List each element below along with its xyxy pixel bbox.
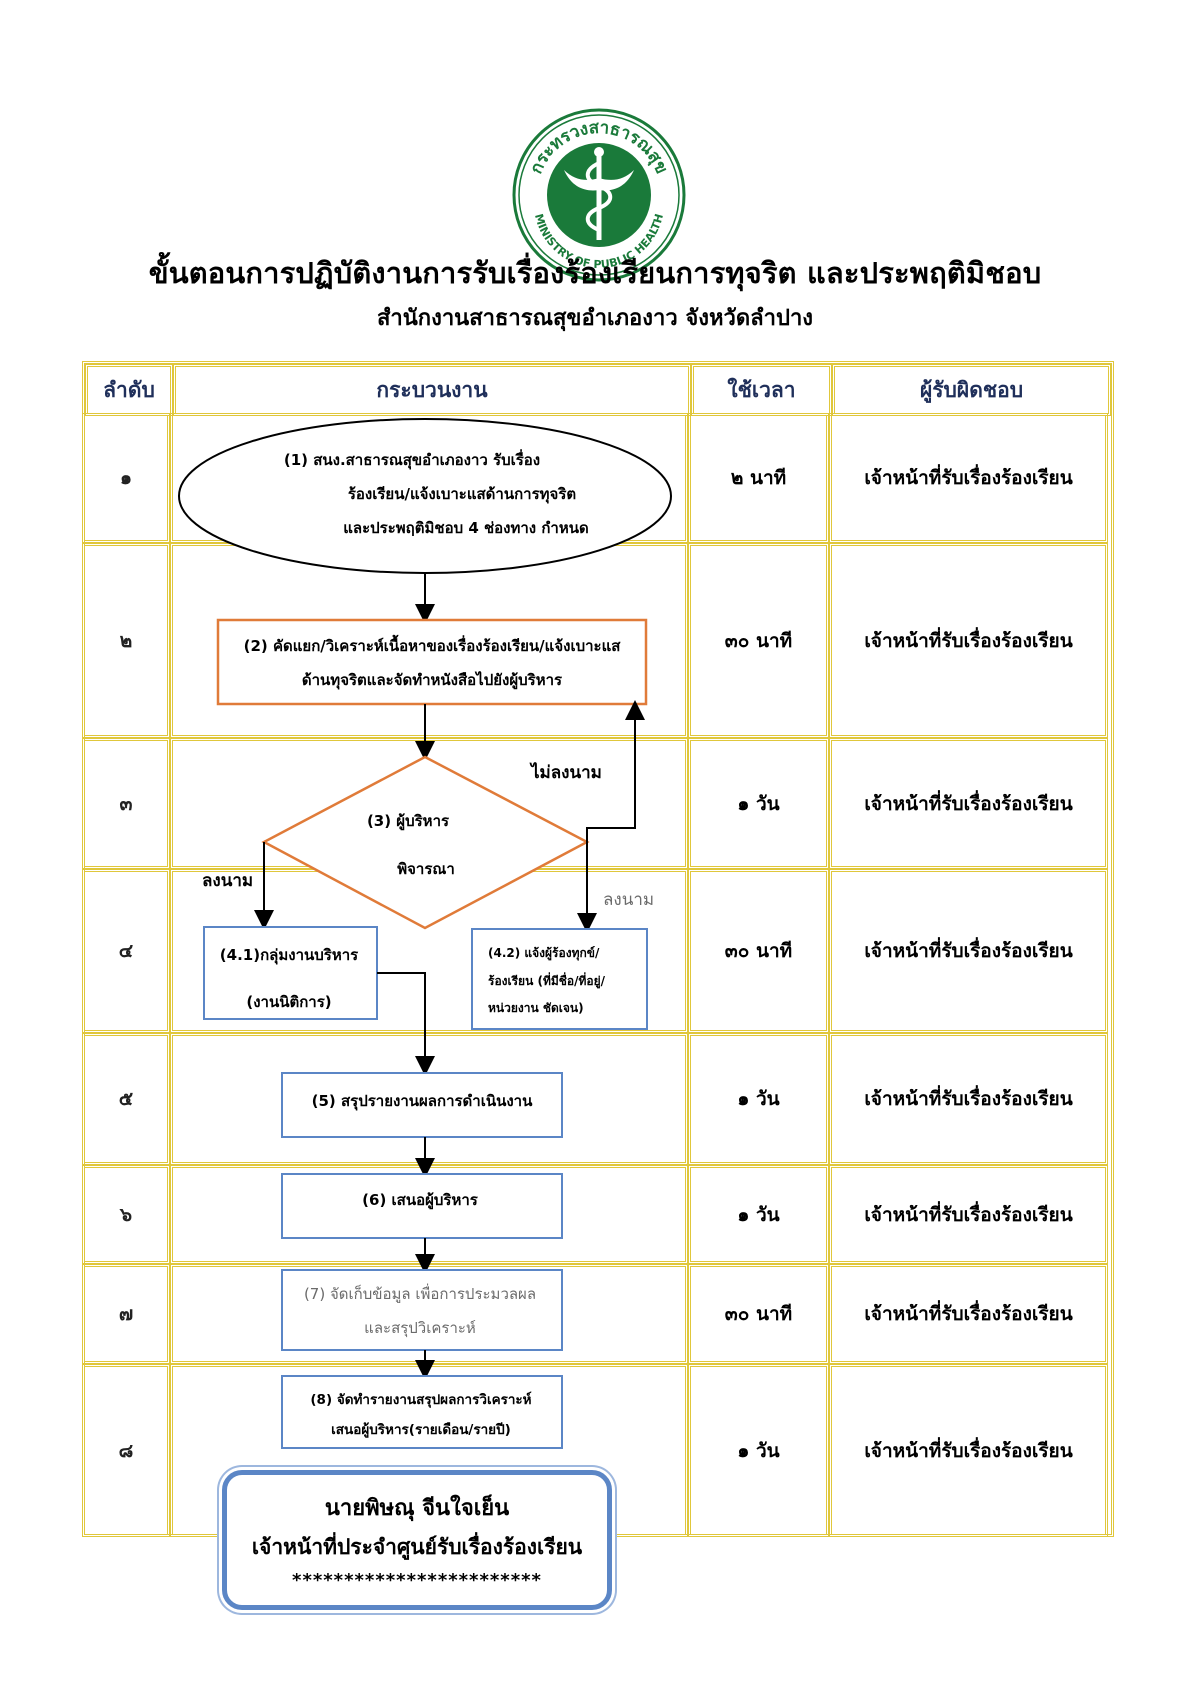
signer-position: เจ้าหน้าที่ประจำศูนย์รับเรื่องร้องเรียน <box>251 1534 583 1559</box>
row-process-cell <box>170 543 688 738</box>
row-time: ๑ วัน <box>688 738 829 869</box>
row-number: ๒ <box>82 543 170 738</box>
row-responsible: เจ้าหน้าที่รับเรื่องร้องเรียน <box>829 738 1108 869</box>
row-number: ๖ <box>82 1165 170 1264</box>
row-time: ๑ วัน <box>688 1364 829 1537</box>
row-process-cell <box>170 1165 688 1264</box>
row-responsible: เจ้าหน้าที่รับเรื่องร้องเรียน <box>829 543 1108 738</box>
row-process-cell <box>170 413 688 543</box>
row-number: ๘ <box>82 1364 170 1537</box>
row-process-cell <box>170 869 688 1033</box>
row-responsible: เจ้าหน้าที่รับเรื่องร้องเรียน <box>829 869 1108 1033</box>
signer-stars: ************************ <box>292 1569 542 1591</box>
col-header-responsible: ผู้รับผิดชอบ <box>832 364 1111 416</box>
col-header-time: ใช้เวลา <box>691 364 832 416</box>
row-number: ๓ <box>82 738 170 869</box>
col-header-process: กระบวนงาน <box>173 364 691 416</box>
signer-name: นายพิษณุ จีนใจเย็น <box>324 1495 510 1521</box>
signature-box: นายพิษณุ จีนใจเย็น เจ้าหน้าที่ประจำศูนย์… <box>222 1470 612 1610</box>
row-responsible: เจ้าหน้าที่รับเรื่องร้องเรียน <box>829 1033 1108 1165</box>
row-time: ๑ วัน <box>688 1033 829 1165</box>
page-title: ขั้นตอนการปฏิบัติงานการรับเรื่องร้องเรีย… <box>148 256 1042 290</box>
col-header-order: ลำดับ <box>85 364 173 416</box>
row-process-cell <box>170 738 688 869</box>
row-number: ๗ <box>82 1264 170 1364</box>
row-number: ๔ <box>82 869 170 1033</box>
row-time: ๒ นาที <box>688 413 829 543</box>
row-time: ๓๐ นาที <box>688 543 829 738</box>
row-responsible: เจ้าหน้าที่รับเรื่องร้องเรียน <box>829 413 1108 543</box>
row-time: ๓๐ นาที <box>688 1264 829 1364</box>
row-responsible: เจ้าหน้าที่รับเรื่องร้องเรียน <box>829 1364 1108 1537</box>
row-time: ๓๐ นาที <box>688 869 829 1033</box>
page-subtitle: สำนักงานสาธารณสุขอำเภองาว จังหวัดลำปาง <box>376 306 814 331</box>
row-process-cell <box>170 1264 688 1364</box>
row-number: ๑ <box>82 413 170 543</box>
row-responsible: เจ้าหน้าที่รับเรื่องร้องเรียน <box>829 1165 1108 1264</box>
ministry-logo: กระทรวงสาธารณสุข MINISTRY OF PUBLIC HEAL… <box>512 108 686 282</box>
row-number: ๕ <box>82 1033 170 1165</box>
row-responsible: เจ้าหน้าที่รับเรื่องร้องเรียน <box>829 1264 1108 1364</box>
row-process-cell <box>170 1033 688 1165</box>
row-time: ๑ วัน <box>688 1165 829 1264</box>
